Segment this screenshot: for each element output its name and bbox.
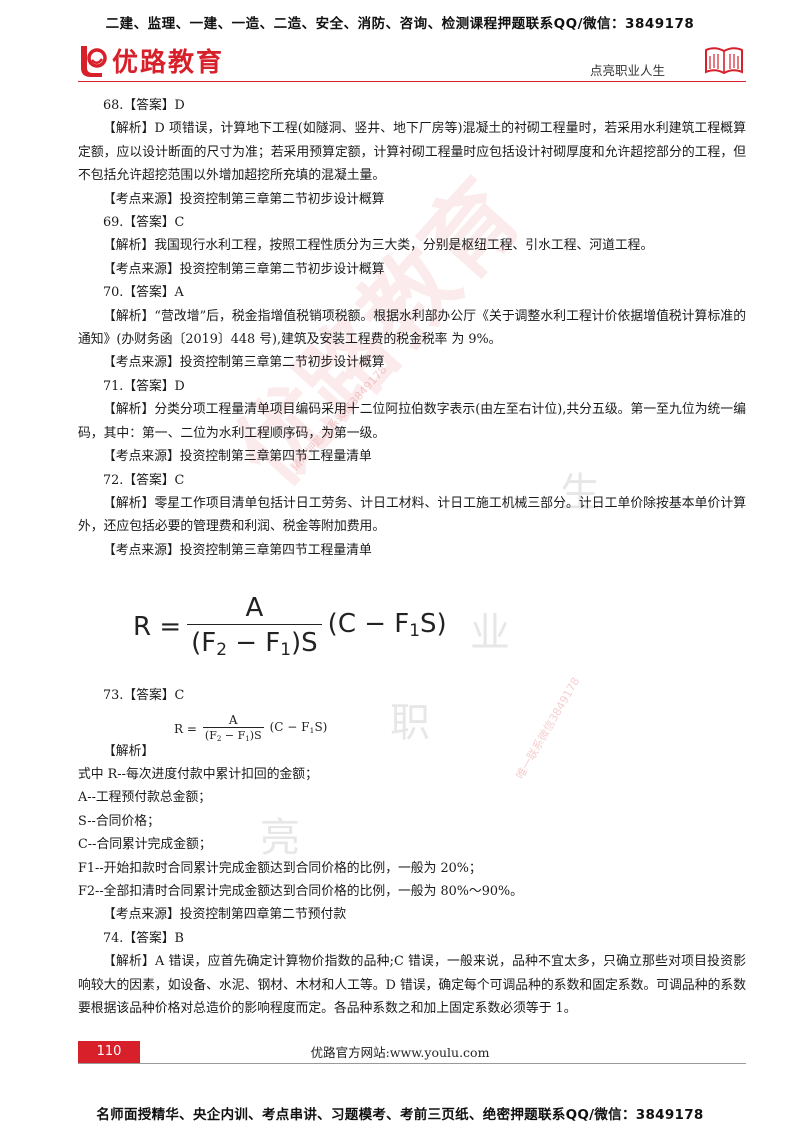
header-slogan: 点亮职业人生 [590, 63, 666, 78]
formula-numerator: A [228, 713, 238, 728]
formula-rhs: (C − F1S) [327, 609, 447, 641]
footer-divider [78, 1063, 746, 1064]
q74-answer: 74.【答案】B [103, 930, 184, 946]
q73-definition: C--合同累计完成金额； [78, 837, 212, 853]
q73-definition: A--工程预付款总金额； [78, 790, 212, 806]
formula-denominator: (F2 − F1)S [202, 727, 264, 746]
q73-analysis-label: 【解析】 [103, 743, 155, 759]
q73-definition: F1--开始扣款时合同累计完成金额达到合同价格的比例，一般为 20%； [78, 860, 482, 876]
q71-analysis: 【解析】分类分项工程量清单项目编码采用十二位阿拉伯数字表示(由左至右计位),共分… [78, 402, 746, 441]
footer-website: 优路官方网站:www.youlu.com [310, 1045, 490, 1060]
q69-analysis: 【解析】我国现行水利工程，按照工程性质分为三大类，分别是枢纽工程、引水工程、河道… [103, 238, 654, 254]
q74-analysis: 【解析】A 错误，应首先确定计算物价指数的品种;C 错误，一般来说，品种不宜太多… [78, 954, 746, 1016]
q70-source: 【考点来源】投资控制第三章第二节初步设计概算 [103, 355, 385, 371]
q73-source: 【考点来源】投资控制第四章第二节预付款 [103, 907, 347, 923]
formula-lhs: R = [174, 721, 197, 736]
top-contact-banner: 二建、监理、一建、一造、二造、安全、消防、咨询、检测课程押题联系QQ/微信：38… [105, 16, 695, 32]
formula-large: R = A (F2 − F1)S (C − F1S) [133, 584, 746, 672]
q68-source: 【考点来源】投资控制第三章第二节初步设计概算 [103, 191, 385, 207]
formula-fraction: A (F2 − F1)S [187, 592, 322, 665]
page-number: 110 [78, 1041, 140, 1063]
q72-source: 【考点来源】投资控制第三章第四节工程量清单 [103, 542, 372, 558]
q68-analysis: 【解析】D 项错误，计算地下工程(如隧洞、竖井、地下厂房等)混凝土的衬砌工程量时… [78, 121, 746, 184]
brand-mark-icon [78, 44, 108, 78]
header-divider [78, 81, 746, 82]
q73-definition: F2--全部扣清时合同累计完成金额达到合同价格的比例，一般为 80%～90%。 [78, 883, 523, 899]
q72-answer: 72.【答案】C [103, 472, 185, 488]
formula-lhs: R = [133, 612, 182, 643]
q72-analysis: 【解析】零星工作项目清单包括计日工劳务、计日工材料、计日工施工机械三部分。计日工… [78, 495, 746, 535]
q69-answer: 69.【答案】C [103, 215, 185, 231]
q73-definition: S--合同价格； [78, 813, 160, 829]
brand-name: 优路教育 [112, 48, 225, 78]
open-book-icon [704, 44, 744, 78]
brand-logo: 优路教育 [78, 42, 224, 79]
formula-numerator: A [245, 592, 264, 623]
q71-source: 【考点来源】投资控制第三章第四节工程量清单 [103, 449, 372, 465]
document-body: 68.【答案】D 【解析】D 项错误，计算地下工程(如隧洞、竖井、地下厂房等)混… [78, 94, 746, 1020]
formula-rhs: (C − F1S) [269, 720, 328, 736]
formula-denominator: (F2 − F1)S [187, 623, 322, 665]
q70-answer: 70.【答案】A [103, 285, 184, 301]
bottom-contact-banner: 名师面授精华、央企内训、考点串讲、习题模考、考前三页纸、绝密押题联系QQ/微信：… [96, 1107, 704, 1123]
q70-analysis: 【解析】“营改增”后，税金指增值税销项税额。根据水利部办公厅《关于调整水利工程计… [78, 308, 746, 348]
q69-source: 【考点来源】投资控制第三章第二节初步设计概算 [103, 261, 385, 277]
q71-answer: 71.【答案】D [103, 378, 185, 394]
q73-definition: 式中 R--每次进度付款中累计扣回的金额； [78, 766, 318, 782]
formula-fraction: A (F2 − F1)S [202, 713, 264, 746]
q73-answer: 73.【答案】C [103, 688, 185, 704]
formula-small: R = A (F2 − F1)S (C − F1S) [174, 712, 746, 748]
q68-answer: 68.【答案】D [103, 98, 185, 113]
